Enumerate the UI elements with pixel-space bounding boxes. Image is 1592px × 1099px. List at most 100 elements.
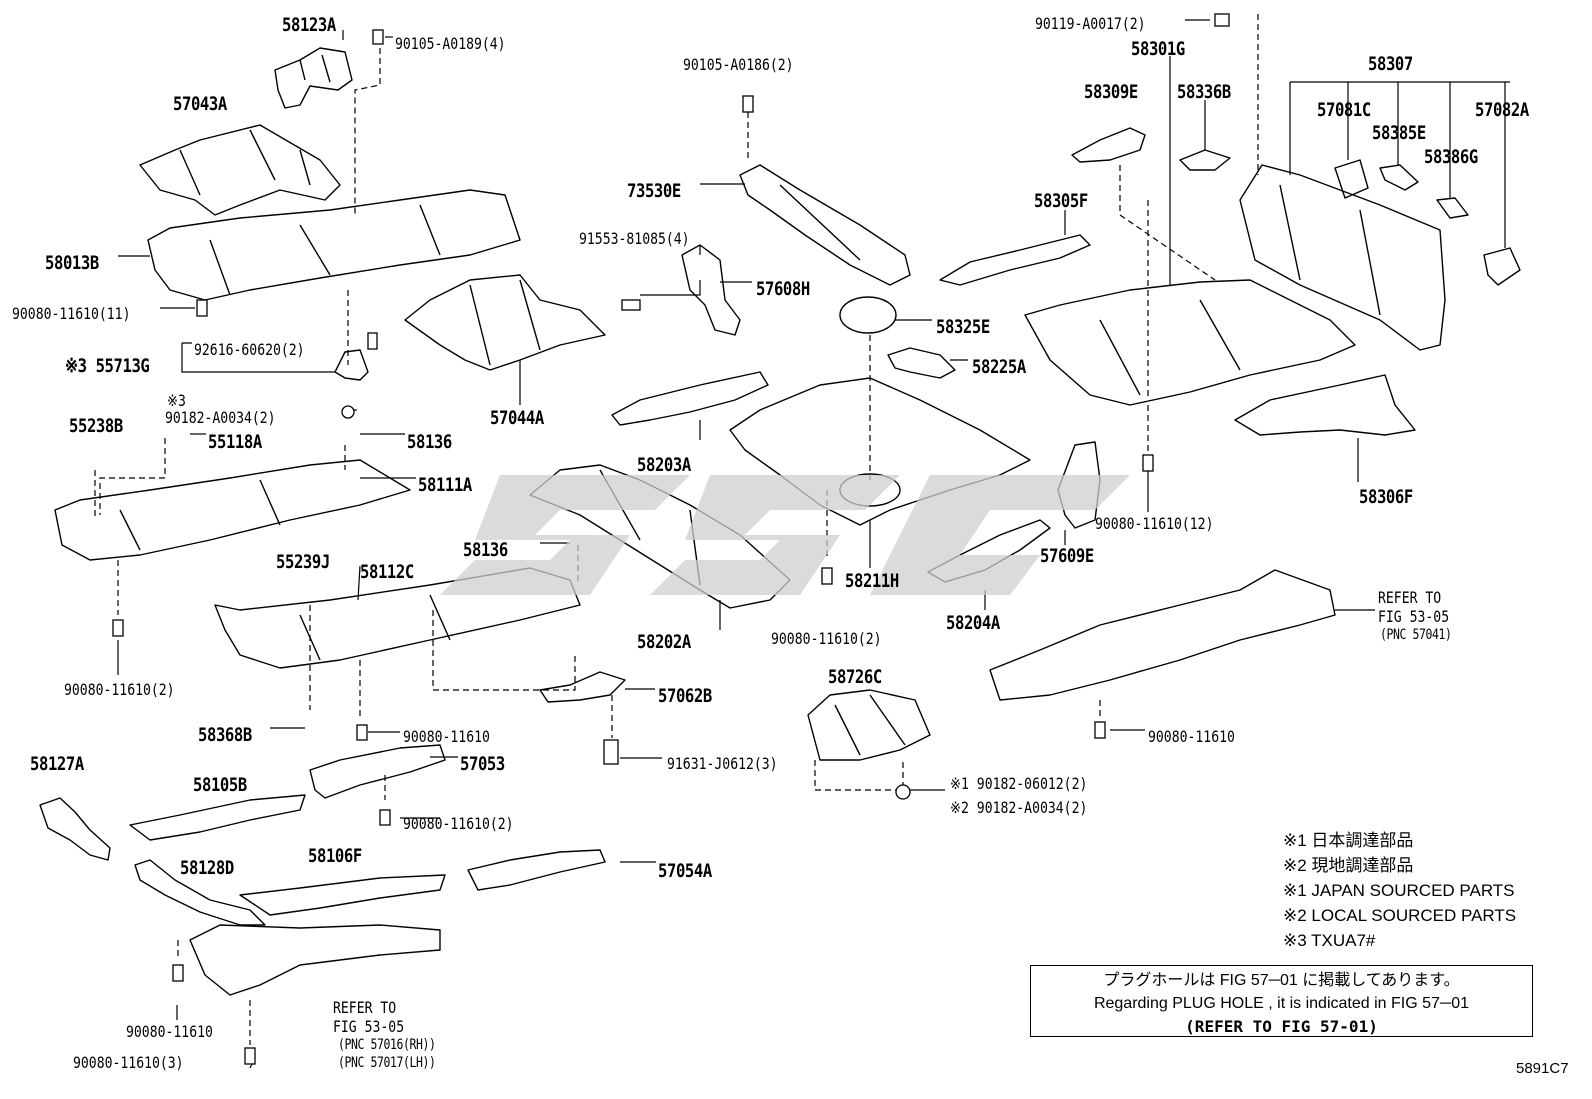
part-label: 90080-11610 [126,1022,213,1041]
part-label: 58225A [972,356,1026,378]
part-57054a [467,849,606,891]
part-57043a [139,124,341,216]
part-label: 90080-11610 [403,727,490,746]
bolt-90080-11610-2c [821,567,833,585]
bolt-92616-60620 [367,332,378,350]
part-label: REFER TO [333,998,397,1017]
bolt-90080-11610-2a [112,619,124,637]
part-58386g [1436,197,1469,219]
part-58385e [1379,164,1419,191]
part-57053 [309,744,446,799]
part-58123a [274,47,353,109]
part-label: (PNC 57041) [1380,627,1452,643]
part-label: 58123A [282,14,336,36]
part-58309e [1071,127,1146,163]
part-rear-side-member [989,569,1336,701]
part-label: 55118A [208,431,262,453]
part-label: 58128D [180,857,234,879]
part-label: 90080-11610(2) [771,629,882,648]
part-73530e [739,164,911,286]
part-label: 58204A [946,612,1000,634]
part-label: 58385E [1372,122,1426,144]
part-label: 90080-11610(12) [1095,514,1214,533]
part-label: 91631-J0612(3) [667,754,778,773]
watermark-logo [440,475,1130,595]
figure-code: 5891C7 [1516,1060,1569,1077]
part-label: 58127A [30,753,84,775]
part-label: 57082A [1475,99,1529,121]
bolt-90119-a0017 [1214,13,1230,27]
legend-item: ※3 TXUA7# [1283,931,1376,950]
part-label: 58301G [1131,38,1185,60]
part-label: 90080-11610 [1148,727,1235,746]
part-label: 58136 [463,539,508,561]
legend-item: ※2 現地調達部品 [1283,856,1414,875]
part-58306f [1234,374,1416,436]
part-label: 58306F [1359,486,1413,508]
part-label: 57043A [173,93,227,115]
bolt-90080-11610-d [1094,721,1106,739]
bolt-90105-a0186 [742,95,754,113]
part-label: 90080-11610(2) [64,680,175,699]
part-label: 58106F [308,845,362,867]
part-58013b [147,189,521,301]
part-58307 [1239,164,1446,351]
part-label: 57053 [460,753,505,775]
part-57062b [539,671,626,703]
part-label: 55238B [69,415,123,437]
part-57044a [404,274,606,371]
part-label: FIG 53-05 [333,1017,405,1036]
part-label: 58105B [193,774,247,796]
part-label: ※3 [167,391,186,410]
bolt-90080-11610-12 [1142,454,1154,472]
part-label: 57081C [1317,99,1371,121]
part-label: (PNC 57017(LH)) [338,1055,436,1071]
part-label: 90080-11610(2) [403,814,514,833]
part-label: FIG 53-05 [1378,607,1450,626]
part-58106f [239,874,446,916]
part-label: 58211H [845,570,899,592]
part-label: 58013B [45,252,99,274]
note-box: プラグホールは FIG 57─01 に掲載してあります。 Regarding P… [1030,965,1533,1037]
legend-item: ※2 LOCAL SOURCED PARTS [1283,906,1517,925]
part-label: 57608H [756,278,810,300]
part-57081c [1334,159,1369,199]
legend-item: ※1 JAPAN SOURCED PARTS [1283,881,1515,900]
bolt-91631-j0612 [603,739,619,765]
part-58305f [939,234,1091,286]
part-label: 58309E [1084,81,1138,103]
part-58105b [129,794,306,841]
part-label: ※2 90182-A0034(2) [950,798,1088,817]
bolt-90080-11610-2b [379,809,391,826]
bolt-91553-81085 [621,299,641,311]
part-rocker-lh [189,924,441,996]
part-label: 90105-A0189(4) [395,34,506,53]
part-label: 57062B [658,685,712,707]
part-58128d [134,859,266,926]
part-58203a [611,371,769,426]
part-58336b [1179,149,1231,171]
part-label: 90182-A0034(2) [165,408,276,427]
part-label: REFER TO [1378,588,1442,607]
bolt-90105-a0189 [372,29,384,45]
part-label: 58136 [407,431,452,453]
part-label: 91553-81085(4) [579,229,690,248]
part-label: 58325E [936,316,990,338]
part-58325e [839,296,897,334]
part-label: 55239J [276,551,330,573]
legend-item: ※1 日本調達部品 [1283,831,1414,850]
part-57082a [1483,247,1521,286]
part-58301g [1024,279,1356,406]
part-label: 58111A [418,474,472,496]
part-label: 92616-60620(2) [194,340,305,359]
part-label: 90080-11610(3) [73,1053,184,1072]
part-label: 90119-A0017(2) [1035,14,1146,33]
part-label: 58307 [1368,53,1413,75]
part-label: 57609E [1040,545,1094,567]
part-58225a [887,347,956,379]
part-57608h [681,244,741,336]
part-55713g [334,349,369,381]
part-label: 73530E [627,180,681,202]
note-line-en: Regarding PLUG HOLE , it is indicated in… [1093,995,1470,1012]
